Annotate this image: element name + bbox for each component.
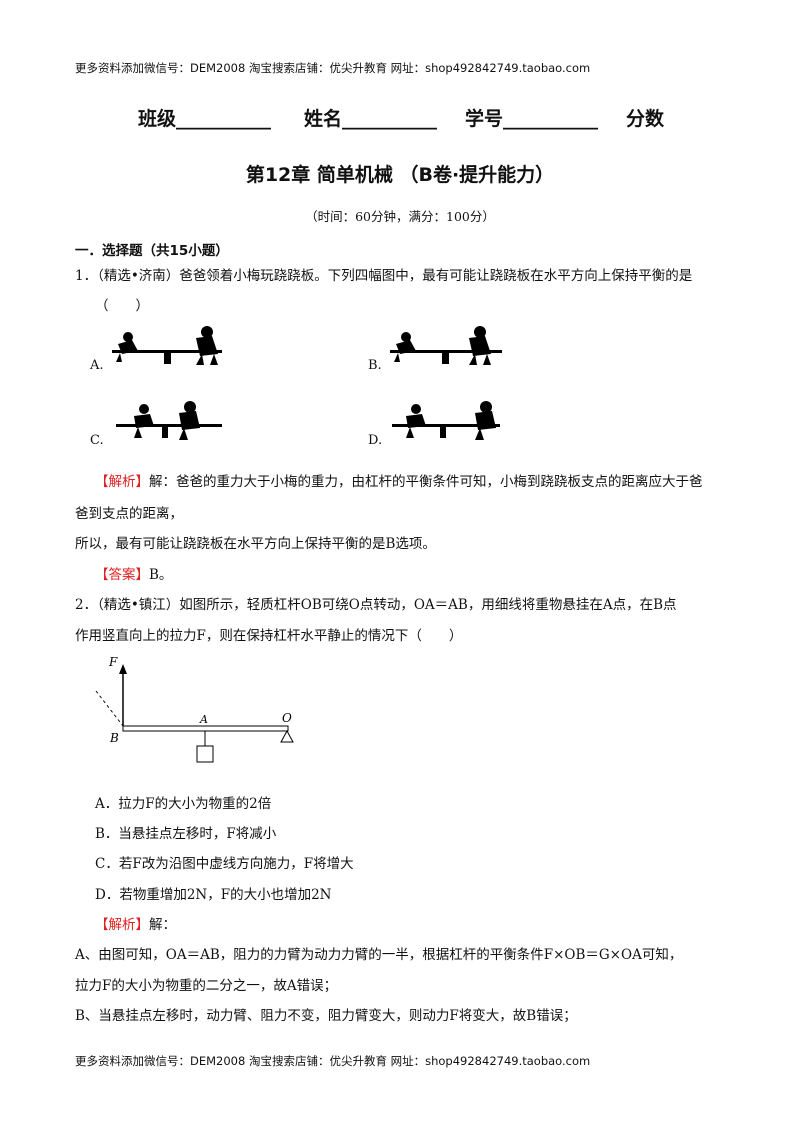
q1-option-b: B. bbox=[368, 358, 382, 373]
q2-option-c: C．若F改为沿图中虚线方向施力，F将增大 bbox=[95, 856, 354, 872]
label-f: F bbox=[108, 655, 118, 669]
q1-analysis-text1: 解：爸爸的重力大于小梅的重力，由杠杆的平衡条件可知，小梅到跷跷板支点的距离应大于… bbox=[149, 474, 703, 490]
q2-analysis-line2: 拉力F的大小为物重的二分之一，故A错误； bbox=[75, 978, 338, 994]
score-field-label: 分数 bbox=[626, 108, 665, 130]
seesaw-figure-d bbox=[392, 401, 500, 440]
q1-option-c: C. bbox=[90, 433, 104, 448]
q2-option-b: B．当悬挂点左移时，F将减小 bbox=[95, 826, 277, 842]
section-heading: 一．选择题（共15小题） bbox=[75, 243, 229, 259]
label-a: A bbox=[199, 713, 208, 726]
seesaw-figure-b bbox=[390, 326, 502, 365]
analysis-tag: 【解析】 bbox=[95, 917, 149, 933]
q1-analysis-line1: 【解析】解：爸爸的重力大于小梅的重力，由杠杆的平衡条件可知，小梅到跷跷板支点的距… bbox=[95, 472, 703, 492]
answer-tag: 【答案】 bbox=[95, 567, 149, 583]
page-title: 第12章 简单机械 （B卷·提升能力） bbox=[245, 164, 555, 186]
analysis-tag: 【解析】 bbox=[95, 474, 149, 490]
q1-answer-value: B。 bbox=[149, 567, 173, 583]
seesaw-figure-c bbox=[116, 401, 222, 440]
label-b: B bbox=[109, 731, 119, 745]
lever-diagram: F A O B bbox=[95, 655, 294, 763]
q2-stem-line2: 作用竖直向上的拉力F，则在保持杠杆水平静止的情况下（ ） bbox=[75, 628, 463, 644]
q2-analysis-head-text: 解： bbox=[149, 917, 176, 933]
page-footer: 更多资料添加微信号：DEM2008 淘宝搜索店铺：优尖升教育 网址：shop49… bbox=[75, 1054, 591, 1068]
q2-analysis-line1: A、由图可知，OA＝AB，阻力的力臂为动力力臂的一半，根据杠杆的平衡条件F×OB… bbox=[75, 947, 683, 963]
q1-stem-line1: 1．（精选•济南）爸爸领着小梅玩跷跷板。下列四幅图中，最有可能让跷跷板在水平方向… bbox=[75, 268, 693, 284]
q1-option-d: D. bbox=[368, 433, 383, 448]
q2-analysis-head: 【解析】解： bbox=[95, 915, 176, 935]
q2-option-d: D．若物重增加2N，F的大小也增加2N bbox=[95, 887, 332, 903]
q1-answer: 【答案】B。 bbox=[95, 565, 172, 585]
q1-analysis-line2: 爸到支点的距离， bbox=[75, 506, 183, 522]
page-subtitle: （时间：60分钟，满分：100分） bbox=[305, 209, 495, 224]
q2-option-a: A．拉力F的大小为物重的2倍 bbox=[95, 796, 272, 812]
label-o: O bbox=[282, 711, 292, 725]
seesaw-figure-a bbox=[112, 326, 222, 365]
q1-option-a: A. bbox=[90, 358, 104, 373]
q1-analysis-line3: 所以，最有可能让跷跷板在水平方向上保持平衡的是B选项。 bbox=[75, 536, 436, 552]
q1-stem-line2: （ ） bbox=[95, 298, 149, 314]
student-id-field-label: 学号__________ bbox=[465, 108, 599, 130]
class-field-label: 班级__________ bbox=[138, 108, 272, 130]
q2-stem-line1: 2．（精选•镇江）如图所示，轻质杠杆OB可绕O点转动，OA＝AB，用细线将重物悬… bbox=[75, 597, 677, 613]
name-field-label: 姓名__________ bbox=[304, 108, 438, 130]
q2-analysis-line3: B、当悬挂点左移时，动力臂、阻力不变，阻力臂变大，则动力F将变大，故B错误； bbox=[75, 1008, 577, 1024]
page-header: 更多资料添加微信号：DEM2008 淘宝搜索店铺：优尖升教育 网址：shop49… bbox=[75, 61, 591, 75]
